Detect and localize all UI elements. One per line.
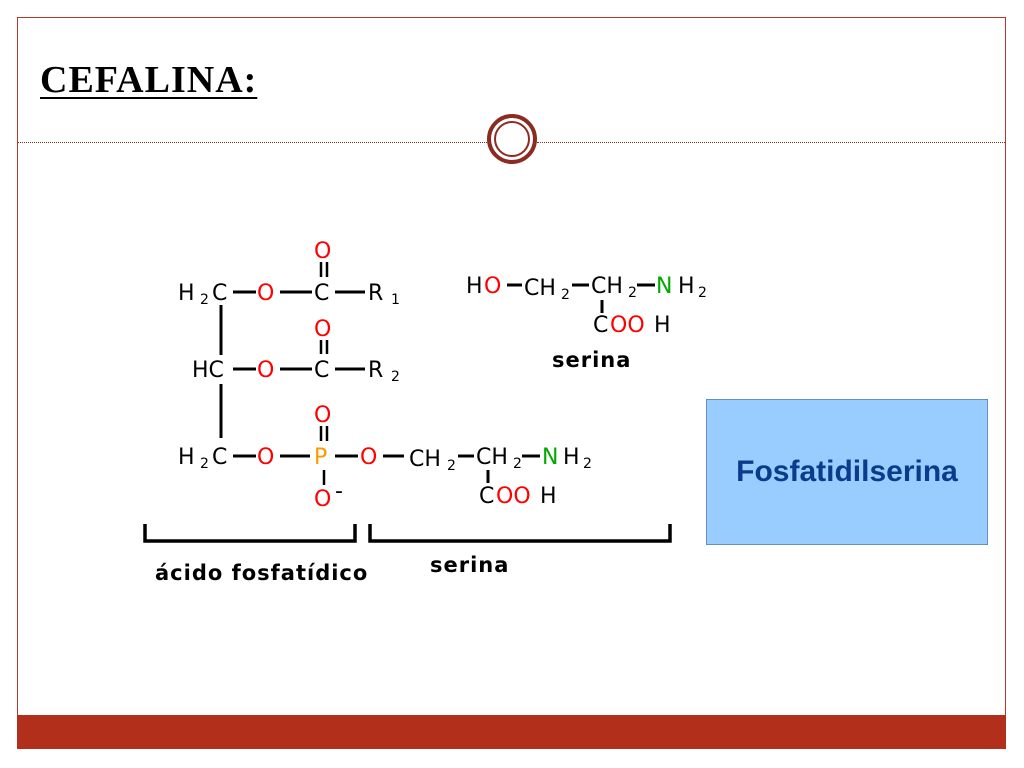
atom-p: P: [314, 445, 327, 470]
group-cooh-h: H: [540, 484, 557, 509]
divider-circle-ornament: [487, 114, 537, 164]
group-cooh-h: H: [654, 313, 671, 338]
footer-bar: [17, 715, 1006, 749]
fosfatidilserina-box: Fosfatidilserina: [706, 399, 988, 545]
bracket-acid: [143, 524, 357, 543]
group-r: R: [368, 358, 383, 383]
group-ch: CH: [591, 274, 623, 299]
atom-n: N: [656, 274, 672, 299]
group-cooh-o: OO: [610, 313, 645, 338]
atom-o: O: [314, 239, 331, 264]
group-r: R: [368, 281, 383, 306]
atom-o: O: [314, 317, 331, 342]
charge-sign: -: [335, 479, 343, 504]
subscript: 2: [447, 458, 456, 474]
atom-n: N: [542, 445, 558, 470]
atom-h: H: [178, 445, 195, 470]
subscript: 1: [391, 292, 400, 308]
atom-o: O: [257, 445, 274, 470]
atom-o: O: [314, 403, 331, 428]
group-ch2: CH: [409, 447, 441, 472]
atom-o: O: [257, 358, 274, 383]
divider-left: [18, 142, 487, 143]
group-cooh-c: C: [593, 313, 608, 338]
group-cooh-o: OO: [496, 484, 531, 509]
serina-label: serina: [552, 348, 631, 372]
atom-o-minus: O: [314, 487, 331, 512]
divider-right: [537, 142, 1005, 143]
subscript: 2: [200, 456, 209, 472]
atom-h: H: [563, 445, 580, 470]
atom-c: C: [314, 281, 329, 306]
atom-o: O: [360, 445, 377, 470]
serina-bracket-label: serina: [430, 553, 509, 577]
group-ch: CH: [476, 445, 508, 470]
subscript: 2: [583, 456, 592, 472]
bracket-serina: [368, 524, 672, 543]
group-cooh-c: C: [479, 484, 494, 509]
fosfatidilserina-label: Fosfatidilserina: [736, 455, 958, 488]
group-ch2: CH: [524, 276, 556, 301]
subscript: 2: [391, 369, 400, 385]
subscript: 2: [698, 285, 707, 301]
subscript: 2: [200, 292, 209, 308]
atom-o: O: [484, 274, 501, 299]
atom-c: C: [212, 445, 227, 470]
subscript: 2: [513, 456, 522, 472]
atom-o: O: [257, 281, 274, 306]
atom-hc: HC: [192, 358, 224, 383]
slide-title: CEFALINA:: [40, 59, 258, 101]
atom-h: H: [466, 274, 483, 299]
subscript: 2: [561, 287, 570, 303]
atom-c: C: [212, 281, 227, 306]
acid-label: ácido fosfatídico: [155, 561, 368, 585]
atom-h: H: [178, 281, 195, 306]
atom-c: C: [314, 358, 329, 383]
subscript: 2: [628, 285, 637, 301]
atom-h: H: [678, 274, 695, 299]
